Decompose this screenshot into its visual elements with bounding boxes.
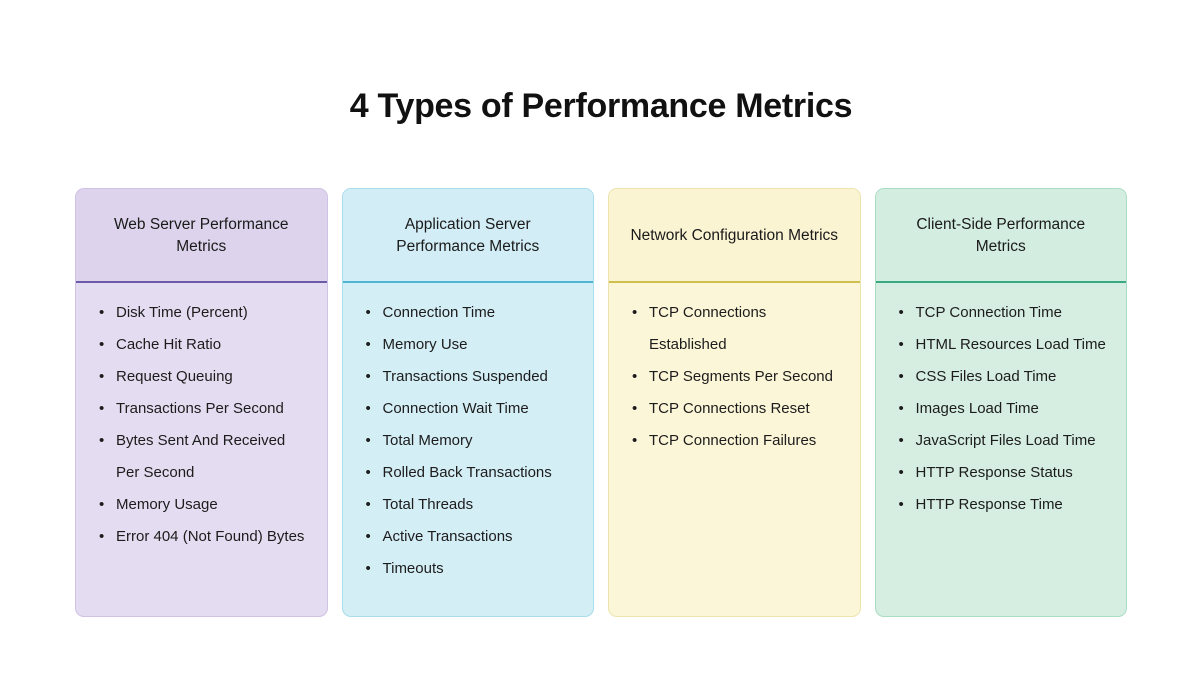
list-item-label: Images Load Time bbox=[915, 400, 1039, 417]
list-item: • Memory Usage bbox=[99, 489, 311, 521]
bullet-icon: • bbox=[632, 400, 638, 417]
list-item: • HTML Resources Load Time bbox=[899, 329, 1111, 361]
list-item: • Cache Hit Ratio bbox=[99, 329, 311, 361]
bullet-icon: • bbox=[365, 464, 371, 481]
bullet-icon: • bbox=[898, 304, 904, 321]
list-item-label: TCP Connection Time bbox=[915, 304, 1062, 321]
list-item-label: HTML Resources Load Time bbox=[915, 336, 1106, 353]
list-item: • Connection Wait Time bbox=[366, 393, 578, 425]
list-item: • TCP Segments Per Second bbox=[632, 361, 844, 393]
list-item: • TCP Connections Established bbox=[632, 297, 844, 361]
list-item-label: Active Transactions bbox=[382, 528, 513, 545]
metric-list-web-server: • Disk Time (Percent) • Cache Hit Ratio • R… bbox=[88, 297, 315, 553]
bullet-icon: • bbox=[898, 496, 904, 513]
list-item: • Disk Time (Percent) bbox=[99, 297, 311, 329]
list-item: • Request Queuing bbox=[99, 361, 311, 393]
list-item-label: Total Memory bbox=[382, 432, 473, 449]
card-body-web-server-performance-metrics: • Disk Time (Percent) • Cache Hit Ratio • R… bbox=[76, 283, 327, 616]
card-client-side-performance-metrics: Client-Side Performance Metrics • TCP Con… bbox=[874, 188, 1127, 617]
bullet-icon: • bbox=[99, 400, 105, 417]
list-item: • Timeouts bbox=[366, 553, 578, 585]
bullet-icon: • bbox=[365, 304, 371, 321]
bullet-icon: • bbox=[365, 496, 371, 513]
page-title: 4 Types of Performance Metrics bbox=[349, 87, 853, 125]
list-item: • TCP Connection Time bbox=[899, 297, 1111, 329]
list-item: • HTTP Response Status bbox=[899, 457, 1111, 489]
bullet-icon: • bbox=[99, 432, 105, 449]
list-item: • CSS Files Load Time bbox=[899, 361, 1111, 393]
bullet-icon: • bbox=[99, 304, 105, 321]
metric-category-cards: Web Server Performance Metrics • Disk Tim… bbox=[75, 188, 1127, 617]
list-item-label: Rolled Back Transactions bbox=[382, 464, 552, 481]
list-item-label: Connection Wait Time bbox=[382, 400, 529, 417]
bullet-icon: • bbox=[365, 560, 371, 577]
list-item: • Memory Use bbox=[366, 329, 578, 361]
card-application-server-performance-metrics: Application Server Performance Metrics •… bbox=[341, 188, 594, 617]
list-item-label: HTTP Response Status bbox=[915, 464, 1073, 481]
card-header-network-configuration-metrics: Network Configuration Metrics bbox=[609, 189, 860, 283]
bullet-icon: • bbox=[898, 432, 904, 449]
bullet-icon: • bbox=[365, 528, 371, 545]
bullet-icon: • bbox=[365, 432, 371, 449]
bullet-icon: • bbox=[365, 400, 371, 417]
metric-list-application-server: • Connection Time • Memory Use • Transactio… bbox=[355, 297, 582, 585]
bullet-icon: • bbox=[632, 368, 638, 385]
card-body-client-side-performance-metrics: • TCP Connection Time • HTML Resources Loa… bbox=[876, 283, 1127, 616]
list-item-label: Memory Usage bbox=[116, 496, 218, 513]
bullet-icon: • bbox=[99, 368, 105, 385]
bullet-icon: • bbox=[632, 304, 638, 321]
list-item-label: Disk Time (Percent) bbox=[116, 304, 248, 321]
list-item-label: TCP Connection Failures bbox=[649, 432, 817, 449]
bullet-icon: • bbox=[99, 336, 105, 353]
list-item-label: JavaScript Files Load Time bbox=[915, 432, 1096, 449]
list-item: • JavaScript Files Load Time bbox=[899, 425, 1111, 457]
list-item-label: TCP Segments Per Second bbox=[649, 368, 833, 385]
bullet-icon: • bbox=[365, 368, 371, 385]
card-header-client-side-performance-metrics: Client-Side Performance Metrics bbox=[875, 189, 1126, 283]
list-item: • Error 404 (Not Found) Bytes bbox=[99, 521, 311, 553]
list-item: • Connection Time bbox=[366, 297, 578, 329]
card-header-web-server-performance-metrics: Web Server Performance Metrics bbox=[76, 189, 327, 283]
list-item-label: Bytes Sent And Received Per Second bbox=[116, 432, 286, 481]
bullet-icon: • bbox=[365, 336, 371, 353]
list-item: • Rolled Back Transactions bbox=[366, 457, 578, 489]
list-item-label: TCP Connections Reset bbox=[649, 400, 810, 417]
bullet-icon: • bbox=[632, 432, 638, 449]
list-item: • Transactions Suspended bbox=[366, 361, 578, 393]
list-item: • Transactions Per Second bbox=[99, 393, 311, 425]
list-item-label: Connection Time bbox=[382, 304, 496, 321]
list-item-label: HTTP Response Time bbox=[915, 496, 1063, 513]
bullet-icon: • bbox=[898, 464, 904, 481]
card-body-application-server-performance-metrics: • Connection Time • Memory Use • Transactio… bbox=[343, 283, 594, 616]
card-network-configuration-metrics: Network Configuration Metrics • TCP Conne… bbox=[608, 188, 861, 617]
card-body-network-configuration-metrics: • TCP Connections Established • TCP Segmen… bbox=[609, 283, 860, 616]
list-item-label: Transactions Per Second bbox=[116, 400, 284, 417]
bullet-icon: • bbox=[898, 336, 904, 353]
list-item: • Bytes Sent And Received Per Second bbox=[99, 425, 311, 489]
list-item-label: Total Threads bbox=[382, 496, 474, 513]
card-web-server-performance-metrics: Web Server Performance Metrics • Disk Tim… bbox=[75, 188, 328, 617]
card-header-application-server-performance-metrics: Application Server Performance Metrics bbox=[342, 189, 593, 283]
metric-list-network-configuration: • TCP Connections Established • TCP Segmen… bbox=[621, 297, 848, 457]
list-item: • TCP Connection Failures bbox=[632, 425, 844, 457]
list-item-label: CSS Files Load Time bbox=[915, 368, 1057, 385]
bullet-icon: • bbox=[898, 400, 904, 417]
list-item: • Active Transactions bbox=[366, 521, 578, 553]
list-item-label: Request Queuing bbox=[116, 368, 233, 385]
list-item-label: Timeouts bbox=[382, 560, 444, 577]
list-item: • Images Load Time bbox=[899, 393, 1111, 425]
list-item: • Total Memory bbox=[366, 425, 578, 457]
metric-list-client-side: • TCP Connection Time • HTML Resources Loa… bbox=[888, 297, 1115, 521]
bullet-icon: • bbox=[898, 368, 904, 385]
list-item-label: Cache Hit Ratio bbox=[116, 336, 222, 353]
bullet-icon: • bbox=[99, 496, 105, 513]
list-item-label: TCP Connections Established bbox=[649, 304, 767, 353]
list-item-label: Error 404 (Not Found) Bytes bbox=[116, 528, 305, 545]
list-item-label: Memory Use bbox=[382, 336, 468, 353]
bullet-icon: • bbox=[99, 528, 105, 545]
list-item: • HTTP Response Time bbox=[899, 489, 1111, 521]
list-item: • Total Threads bbox=[366, 489, 578, 521]
list-item: • TCP Connections Reset bbox=[632, 393, 844, 425]
list-item-label: Transactions Suspended bbox=[382, 368, 548, 385]
